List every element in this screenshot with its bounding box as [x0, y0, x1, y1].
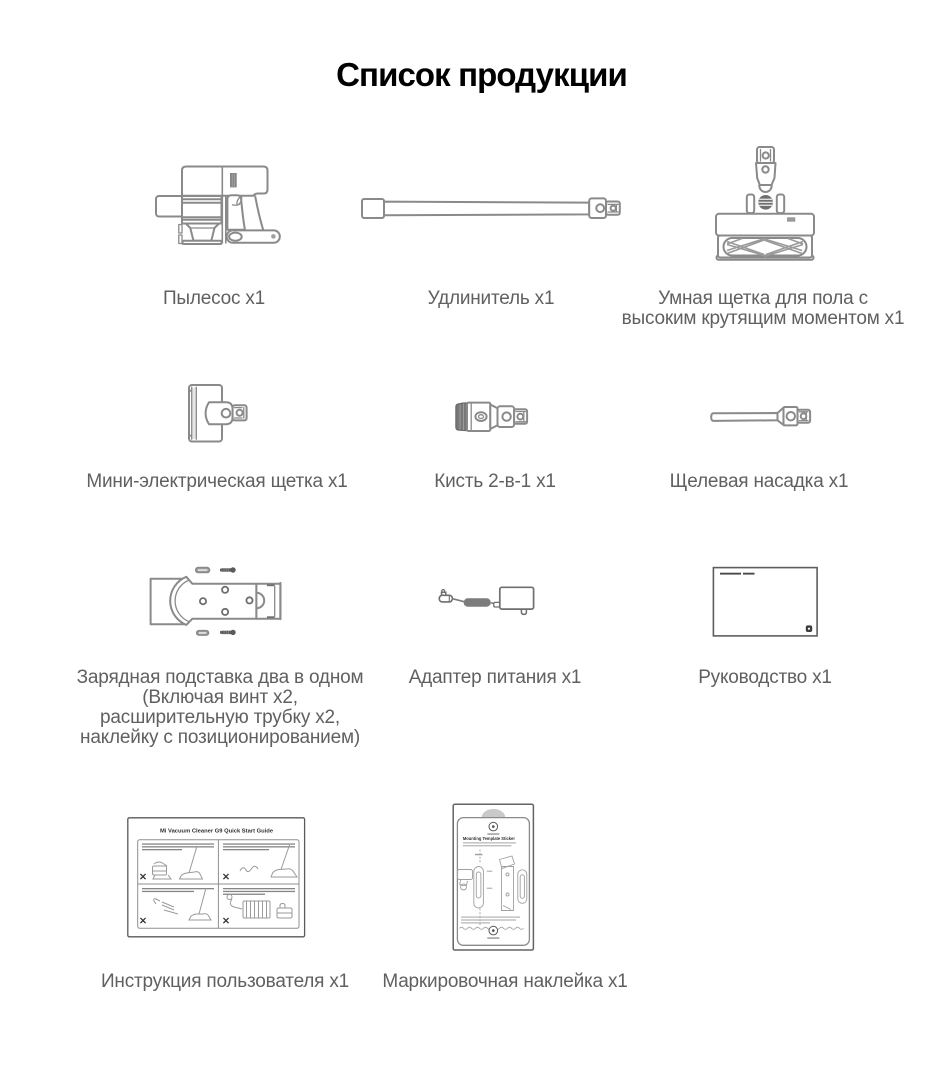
svg-text:Mi Vacuum Cleaner G9 Quick Sta: Mi Vacuum Cleaner G9 Quick Start Guide [160, 829, 274, 835]
svg-text:✕: ✕ [222, 916, 230, 927]
svg-text:✕: ✕ [222, 872, 230, 883]
svg-text:✕: ✕ [139, 872, 147, 883]
svg-text:✕: ✕ [139, 916, 147, 927]
svg-text:Mounting Template Sticker: Mounting Template Sticker [463, 836, 515, 841]
